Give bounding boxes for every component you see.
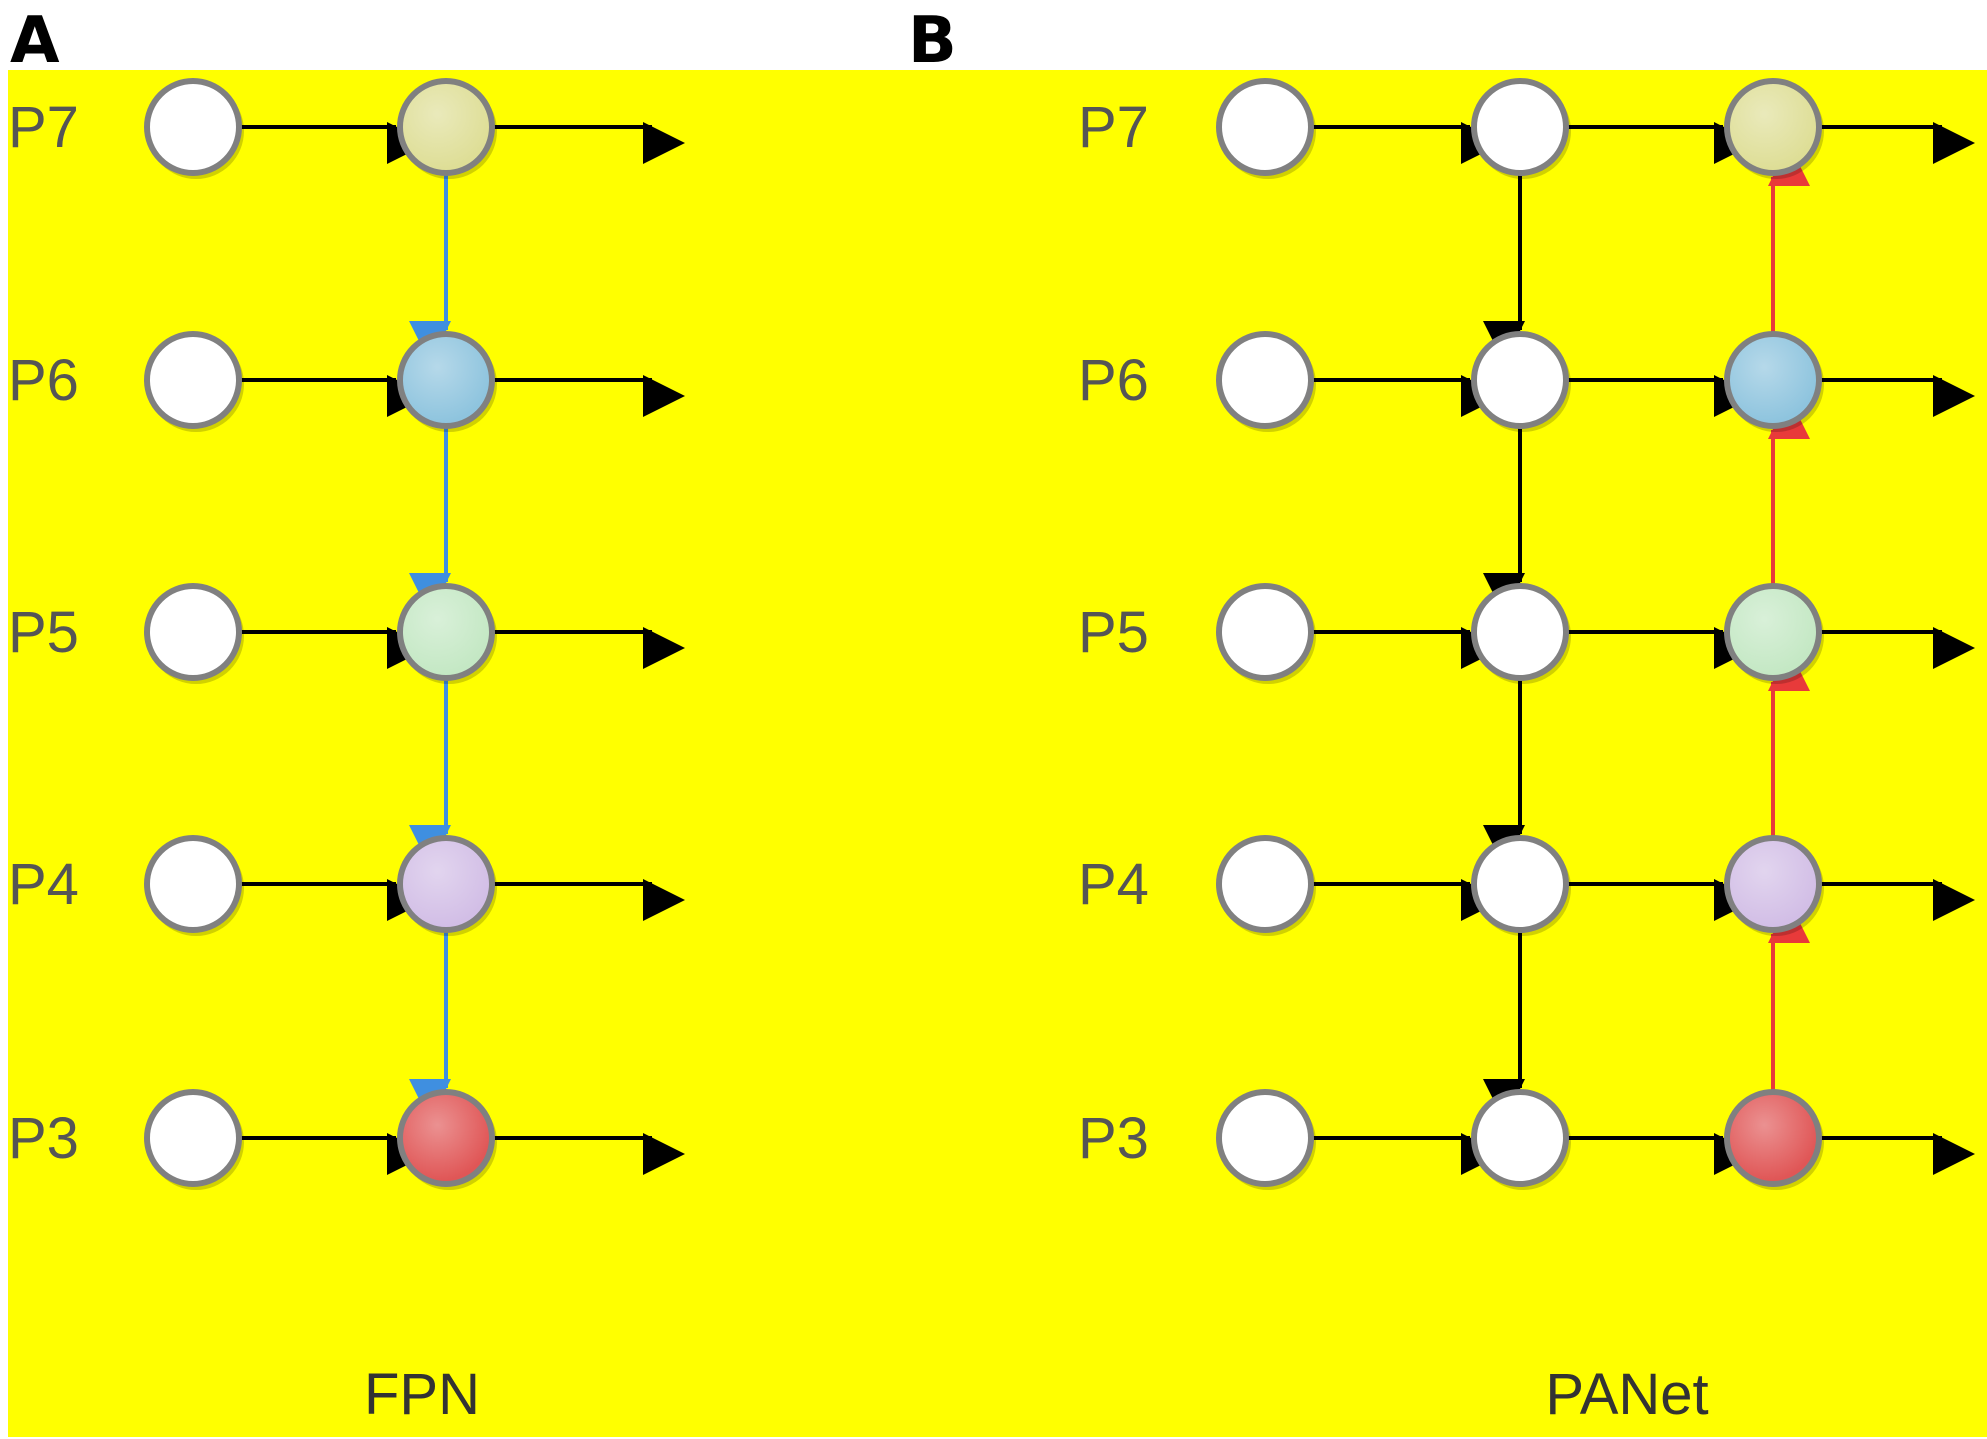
panel-a-level-label-p3: P3 [8, 1106, 79, 1171]
panel-b-caption: PANet [1545, 1362, 1708, 1427]
panel-b-node-input-p5-highlight [1222, 589, 1308, 675]
panel-a-level-label-p7: P7 [8, 95, 79, 160]
panel-a-letter: A [10, 4, 60, 78]
panel-b-node-input-p4-highlight [1222, 841, 1308, 927]
panel-b-level-label-p6: P6 [1078, 348, 1149, 413]
panel-b-level-label-p7: P7 [1078, 95, 1149, 160]
panel-b-level-label-p3: P3 [1078, 1106, 1149, 1171]
panel-a-node-input-p7-highlight [150, 84, 236, 170]
panel-a-node-fused-p6-highlight [403, 337, 489, 423]
panel-b-node-input-p6-highlight [1222, 337, 1308, 423]
panel-b-node-bottom-up-p7-highlight [1730, 84, 1816, 170]
panel-a-node-fused-p4-highlight [403, 841, 489, 927]
panel-b-node-bottom-up-p4-highlight [1730, 841, 1816, 927]
panel-b-node-bottom-up-p3-highlight [1730, 1095, 1816, 1181]
panel-b-node-top-down-p7-highlight [1477, 84, 1563, 170]
panel-a-node-input-p3-highlight [150, 1095, 236, 1181]
panel-b-level-label-p4: P4 [1078, 852, 1149, 917]
panel-b-node-bottom-up-p5-highlight [1730, 589, 1816, 675]
panel-b-background [933, 70, 1987, 1437]
panel-b-level-label-p5: P5 [1078, 600, 1149, 665]
panel-a-node-fused-p7-highlight [403, 84, 489, 170]
panel-a-node-input-p4-highlight [150, 841, 236, 927]
panel-b-node-input-p7-highlight [1222, 84, 1308, 170]
panel-a-level-label-p6: P6 [8, 348, 79, 413]
panel-b-node-top-down-p6-highlight [1477, 337, 1563, 423]
panel-a-node-input-p5-highlight [150, 589, 236, 675]
panel-b-node-top-down-p4-highlight [1477, 841, 1563, 927]
panel-a-node-input-p6-highlight [150, 337, 236, 423]
panel-b-letter: B [908, 4, 957, 78]
panel-a-level-label-p5: P5 [8, 600, 79, 665]
panel-b-node-top-down-p5-highlight [1477, 589, 1563, 675]
panel-a-caption: FPN [364, 1362, 480, 1427]
panel-a-background [8, 70, 933, 1437]
panel-a-level-label-p4: P4 [8, 852, 79, 917]
panel-a-node-fused-p3-highlight [403, 1095, 489, 1181]
panel-b-node-input-p3-highlight [1222, 1095, 1308, 1181]
panel-b-node-bottom-up-p6-highlight [1730, 337, 1816, 423]
panel-b-node-top-down-p3-highlight [1477, 1095, 1563, 1181]
panel-a-node-fused-p5-highlight [403, 589, 489, 675]
